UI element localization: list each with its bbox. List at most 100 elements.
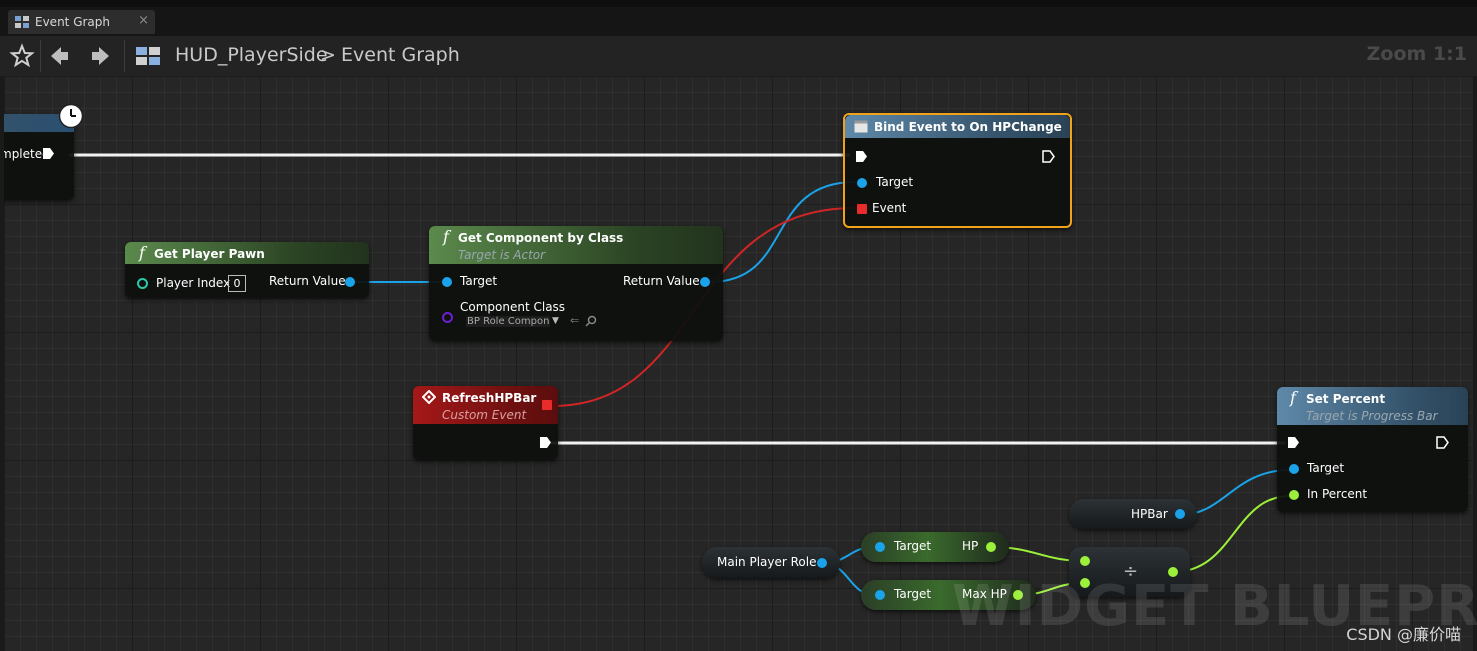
component-class-pin[interactable] [442, 312, 453, 323]
clock-icon [58, 103, 84, 129]
forward-arrow-icon[interactable] [86, 42, 114, 70]
blueprint-icon [136, 47, 160, 65]
node-title: RefreshHPBar [442, 391, 537, 405]
node-subtitle: Target is Progress Bar [1306, 409, 1438, 423]
title-strip [0, 0, 1477, 7]
breadcrumb-blueprint[interactable]: HUD_PlayerSide [175, 44, 328, 66]
pin-label: Component Class [460, 300, 566, 314]
pin-label: Return Value [623, 274, 700, 288]
star-icon[interactable] [8, 42, 36, 70]
get-max-hp-node[interactable]: Target Max HP [861, 580, 1036, 610]
object-wire [709, 181, 856, 283]
float-wire [1172, 495, 1291, 573]
pin-label: Player Index [156, 276, 231, 290]
in-percent-pin[interactable] [1289, 490, 1299, 500]
node-title: Bind Event to On HPChange [874, 120, 1062, 134]
breadcrumb-separator: > [320, 44, 336, 66]
divide-node[interactable]: ÷ [1069, 547, 1190, 597]
node-subtitle: Target is Actor [458, 248, 546, 262]
refresh-hpbar-node[interactable]: RefreshHPBar Custom Event [413, 386, 558, 460]
hpbar-variable-node[interactable]: HPBar [1069, 499, 1197, 529]
prev-node[interactable]: mpleted [4, 114, 74, 200]
object-wire [1179, 469, 1291, 516]
graph-canvas[interactable]: mpleted Bind Event to On HPChange Target… [4, 76, 1473, 651]
event-pin[interactable] [857, 204, 867, 214]
use-selected-arrow-icon[interactable]: ⇐ [570, 314, 580, 327]
widget-blueprint-watermark: WIDGET BLUEPRINT [952, 574, 1477, 639]
variable-label: HPBar [1131, 507, 1168, 521]
node-header [413, 386, 558, 424]
target-pin[interactable] [857, 178, 867, 188]
target-pin[interactable] [875, 542, 885, 552]
back-arrow-icon[interactable] [46, 42, 74, 70]
pin-label: Max HP [962, 587, 1007, 601]
chevron-down-icon[interactable]: ▼ [552, 316, 559, 326]
tab-label: Event Graph [35, 15, 110, 29]
pin-label: Target [894, 587, 932, 601]
return-value-pin[interactable] [700, 277, 710, 287]
node-header [845, 115, 1070, 138]
main-player-role-pin[interactable] [817, 558, 827, 568]
main-player-role-node[interactable]: Main Player Role [702, 547, 840, 578]
exec-out-pin[interactable] [1436, 436, 1449, 449]
target-pin[interactable] [875, 590, 885, 600]
pin-label: HP [962, 539, 979, 553]
csdn-credit: CSDN @廉价喵 [1346, 625, 1461, 644]
node-header [429, 226, 723, 264]
function-icon: f [1290, 388, 1296, 407]
pin-label: mpleted [4, 147, 50, 161]
result-pin[interactable] [1168, 567, 1178, 577]
zoom-level: Zoom 1:1 [1366, 43, 1467, 65]
hp-pin[interactable] [986, 542, 996, 552]
exec-in-pin[interactable] [855, 150, 868, 163]
target-pin[interactable] [1289, 464, 1299, 474]
delegate-pin[interactable] [542, 400, 552, 410]
node-subtitle: Custom Event [442, 408, 527, 422]
pin-label: Event [872, 201, 907, 215]
divide-symbol: ÷ [1123, 561, 1139, 582]
close-icon[interactable]: × [138, 13, 149, 28]
exec-out-pin[interactable] [42, 147, 55, 160]
hpbar-pin[interactable] [1175, 509, 1185, 519]
event-icon [854, 120, 868, 133]
node-header [1277, 387, 1468, 425]
custom-event-icon [422, 390, 436, 404]
variable-label: Main Player Role [717, 555, 817, 569]
tab-bar: Event Graph × [0, 7, 1477, 38]
exec-out-pin[interactable] [539, 436, 552, 449]
function-icon: f [443, 227, 449, 246]
input-b-pin[interactable] [1080, 578, 1090, 588]
tab-event-graph[interactable]: Event Graph × [8, 10, 155, 34]
node-title: Set Percent [1306, 392, 1386, 406]
node-title: Get Component by Class [458, 231, 624, 245]
pin-label: Target [460, 274, 498, 288]
get-player-pawn-node[interactable]: f Get Player Pawn Player Index 0 Return … [125, 242, 369, 298]
node-title: Get Player Pawn [154, 247, 265, 261]
get-hp-node[interactable]: Target HP [861, 532, 1009, 562]
pin-label: Target [894, 539, 932, 553]
exec-in-pin[interactable] [1287, 436, 1300, 449]
component-class-dropdown[interactable]: BP Role Compon [466, 316, 551, 327]
node-header [4, 114, 74, 132]
breadcrumb-graph[interactable]: Event Graph [341, 44, 460, 66]
pin-label: In Percent [1307, 487, 1368, 501]
return-value-pin[interactable] [345, 277, 355, 287]
player-index-input[interactable]: 0 [228, 275, 246, 292]
node-header [125, 242, 369, 264]
max-hp-pin[interactable] [1013, 590, 1023, 600]
graph-icon [15, 16, 29, 28]
toolbar-separator [40, 40, 41, 72]
toolbar-separator [124, 40, 125, 72]
graph-toolbar: HUD_PlayerSide > Event Graph Zoom 1:1 [0, 36, 1477, 76]
pin-label: Target [876, 175, 914, 189]
exec-out-pin[interactable] [1042, 150, 1055, 163]
player-index-pin[interactable] [137, 278, 148, 289]
pin-label: Return Value [269, 274, 346, 288]
input-a-pin[interactable] [1080, 556, 1090, 566]
bind-event-node[interactable]: Bind Event to On HPChange Target Event [843, 113, 1072, 228]
get-component-node[interactable]: f Get Component by Class Target is Actor… [429, 226, 723, 341]
function-icon: f [139, 243, 145, 262]
set-percent-node[interactable]: f Set Percent Target is Progress Bar Tar… [1277, 387, 1468, 512]
target-pin[interactable] [442, 277, 452, 287]
search-icon[interactable] [585, 315, 597, 327]
